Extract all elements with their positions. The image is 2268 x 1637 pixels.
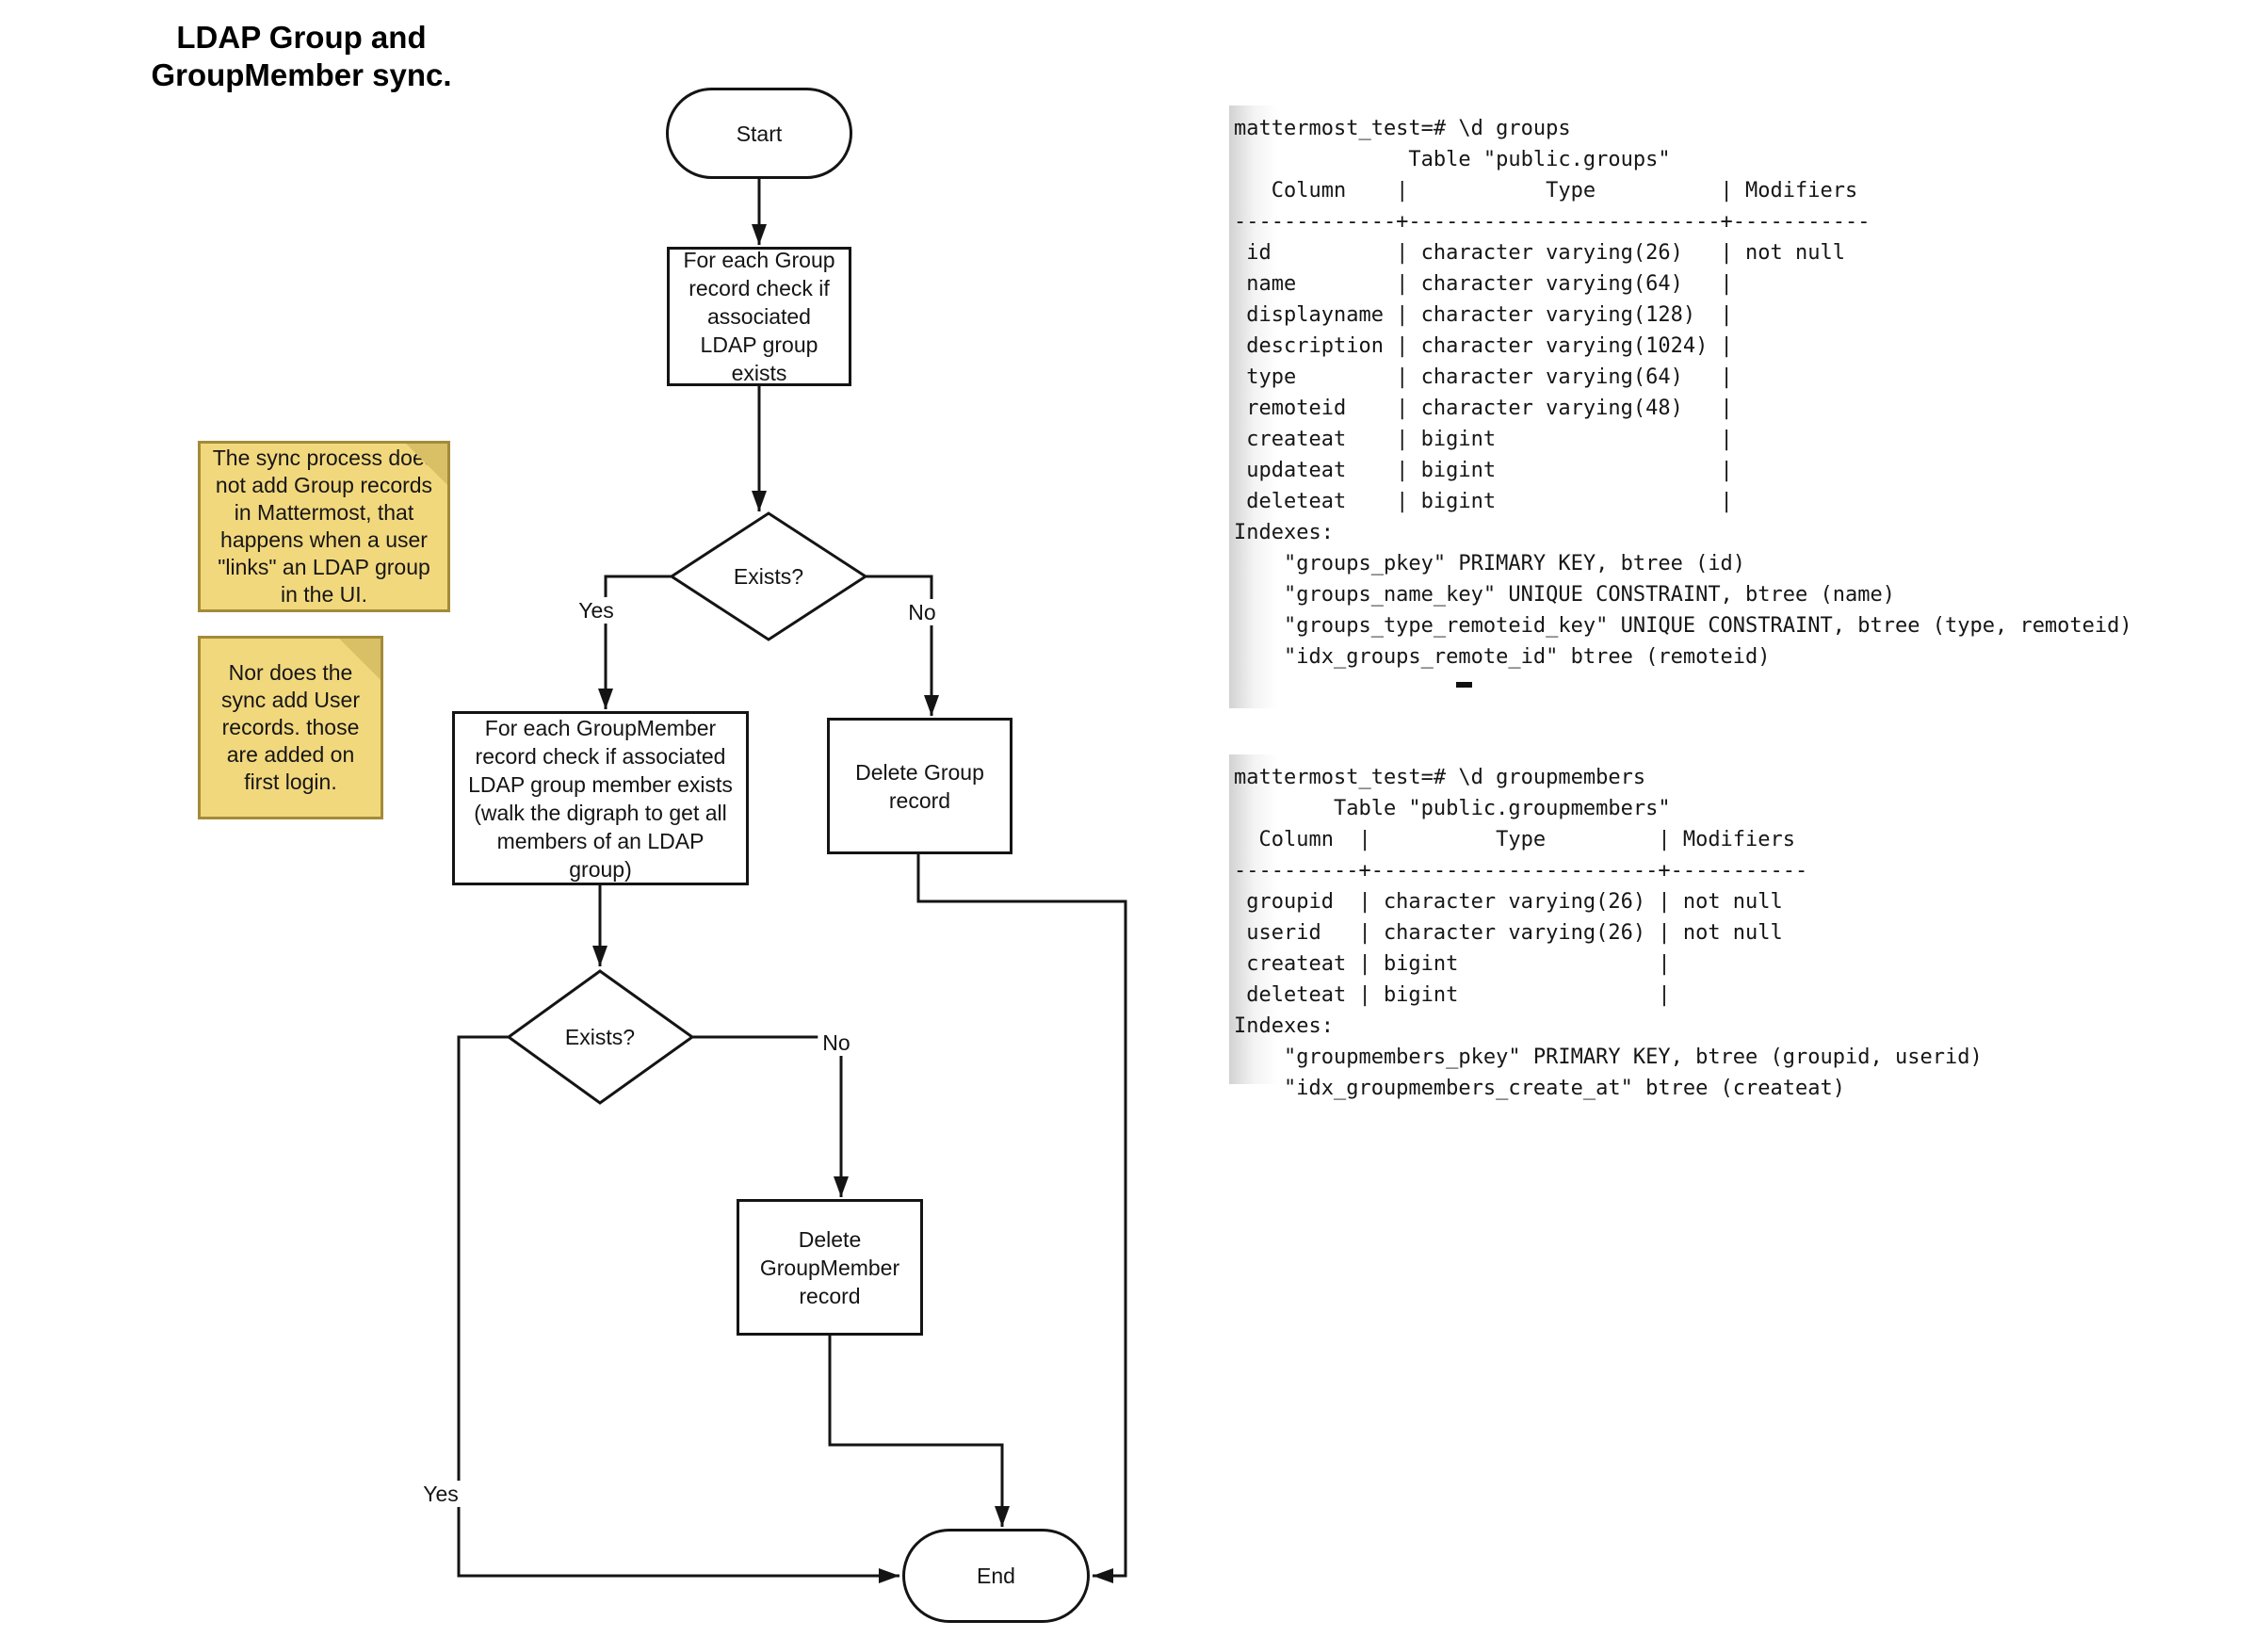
start-node: Start [666,88,852,179]
process-delete-group-node: Delete Group record [827,718,1012,854]
edge-delete-group-to-end [916,854,1127,1583]
decision-exists-1 [669,511,868,641]
sticky-note-group-records: The sync process does not add Group reco… [198,441,450,612]
sticky-note-user-records-text: Nor does the sync add User records. thos… [220,660,360,794]
diagram-title-line1: LDAP Group and [176,20,427,55]
process-check-group-label: For each Group record check if associate… [683,248,835,385]
end-node-label: End [977,1564,1015,1588]
sticky-note-group-records-text: The sync process does not add Group reco… [212,446,436,607]
edge-label-yes-1: Yes [574,597,619,624]
decision-exists-1-label: Exists? [733,564,804,589]
diagram-title: LDAP Group and GroupMember sync. [104,19,499,94]
decision-exists-2-label: Exists? [564,1025,636,1049]
process-check-groupmember-label: For each GroupMember record check if ass… [468,715,733,882]
psql-groups-output-text: mattermost_test=# \d groups Table "publi… [1234,117,2132,669]
edge-label-no-2: No [818,1029,855,1056]
psql-groupmembers-output-text: mattermost_test=# \d groupmembers Table … [1234,766,1983,1100]
process-check-group-node: For each Group record check if associate… [667,247,851,386]
note-fold-corner-icon [406,444,447,485]
process-check-groupmember-node: For each GroupMember record check if ass… [452,711,749,885]
edge-label-no-1: No [903,599,941,625]
sticky-note-user-records: Nor does the sync add User records. thos… [198,636,383,819]
process-delete-groupmember-node: Delete GroupMember record [737,1199,923,1336]
start-node-label: Start [736,121,783,146]
note-fold-corner-icon [339,639,381,680]
process-delete-group-label: Delete Group record [855,759,984,813]
edge-exists2-yes [457,1035,899,1583]
edge-exists1-no [866,575,939,716]
process-delete-groupmember-label: Delete GroupMember record [759,1226,900,1308]
cursor-dash [1456,682,1472,688]
edge-exists1-yes [598,575,672,709]
edge-exists2-no [692,1035,849,1197]
end-node: End [902,1529,1090,1623]
psql-groups-output: mattermost_test=# \d groups Table "publi… [1229,105,2171,708]
decision-exists-2 [506,969,695,1105]
diagram-title-line2: GroupMember sync. [151,57,452,92]
edge-label-yes-2: Yes [418,1481,463,1507]
psql-groupmembers-output: mattermost_test=# \d groupmembers Table … [1229,754,1983,1100]
edge-delete-gm-to-end [828,1336,1010,1527]
